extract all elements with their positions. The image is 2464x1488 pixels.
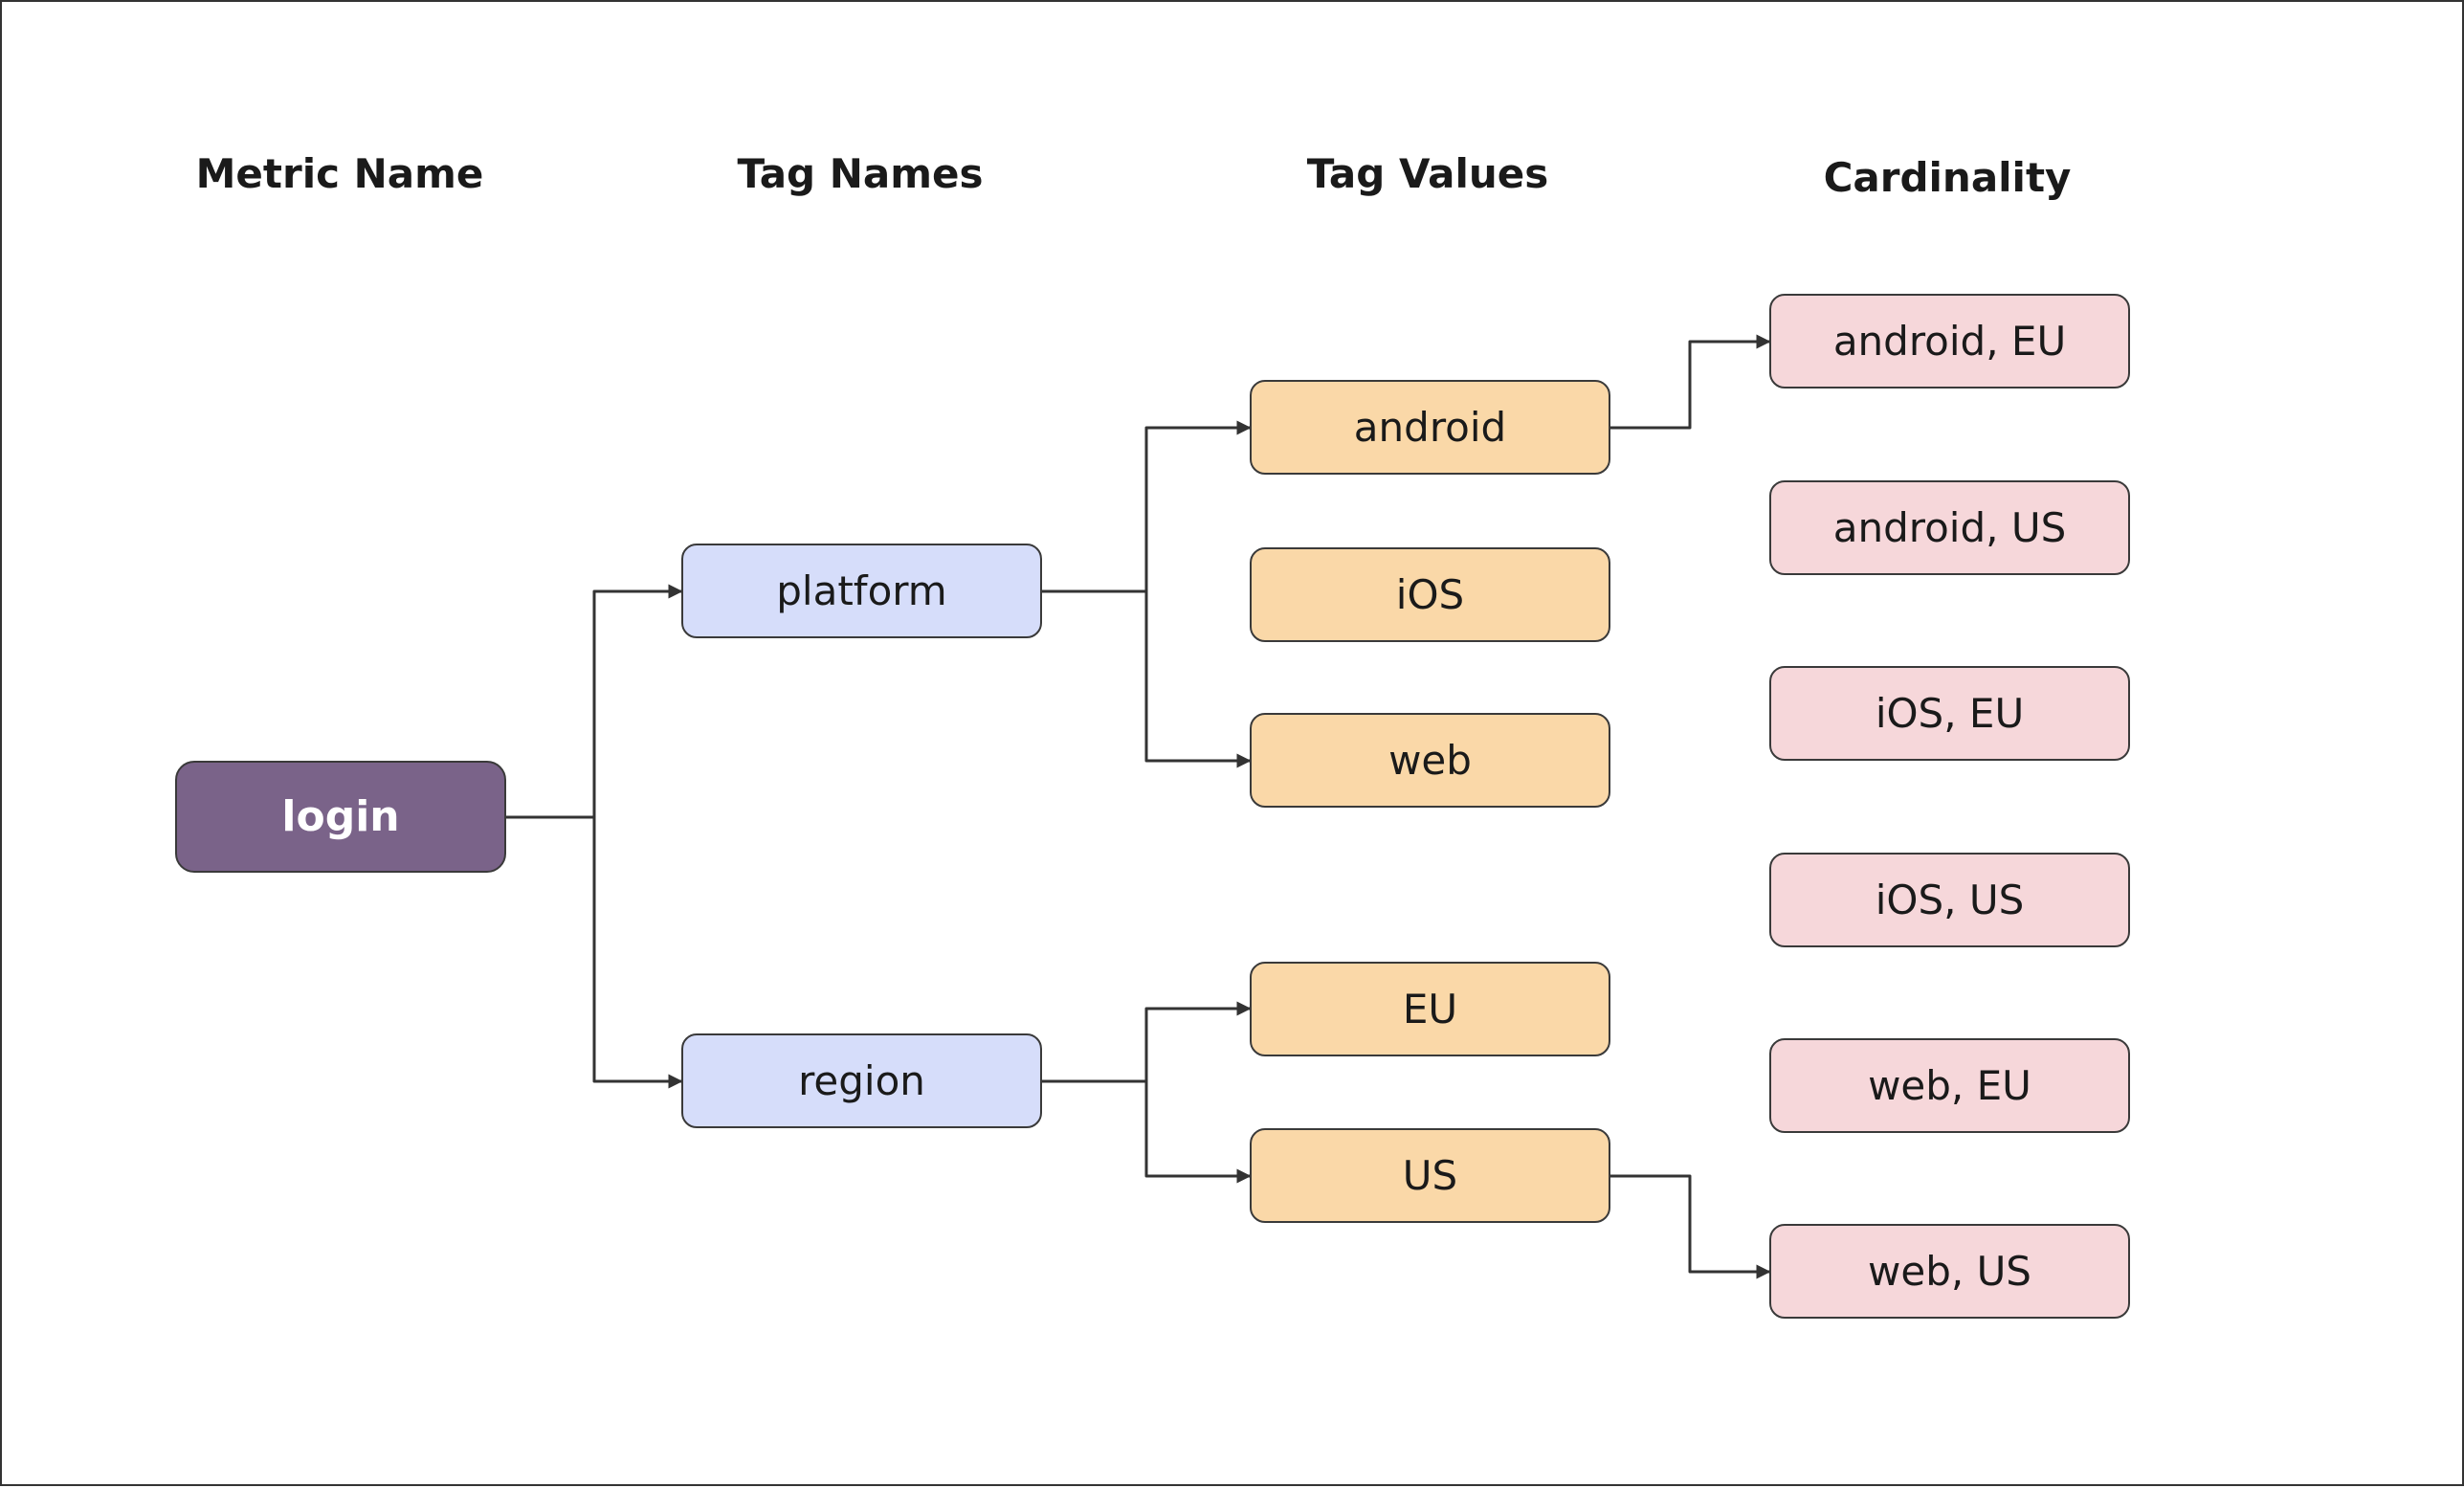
edge-android-android-eu bbox=[1610, 334, 1771, 430]
edge-region-eu bbox=[1042, 1001, 1252, 1083]
header-tag-names: Tag Names bbox=[737, 150, 984, 197]
tag-value-node-us[interactable]: US bbox=[1250, 1128, 1610, 1223]
edge-platform-android bbox=[1042, 420, 1252, 593]
tag-value-node-ios[interactable]: iOS bbox=[1250, 547, 1610, 642]
edge-login-platform bbox=[506, 584, 683, 819]
tag-name-node-region[interactable]: region bbox=[681, 1033, 1042, 1128]
cardinality-node-ios-eu[interactable]: iOS, EU bbox=[1769, 666, 2130, 761]
cardinality-node-web-eu[interactable]: web, EU bbox=[1769, 1038, 2130, 1133]
edge-platform-web bbox=[1042, 589, 1252, 768]
tag-name-node-platform[interactable]: platform bbox=[681, 544, 1042, 638]
metric-node-login[interactable]: login bbox=[175, 761, 506, 873]
header-metric-name: Metric Name bbox=[195, 150, 484, 197]
header-cardinality: Cardinality bbox=[1823, 154, 2072, 201]
edge-region-us bbox=[1042, 1079, 1252, 1184]
cardinality-node-android-eu[interactable]: android, EU bbox=[1769, 294, 2130, 389]
tag-value-node-web[interactable]: web bbox=[1250, 713, 1610, 808]
cardinality-node-web-us[interactable]: web, US bbox=[1769, 1224, 2130, 1319]
tag-value-node-android[interactable]: android bbox=[1250, 380, 1610, 475]
edge-us-web-us bbox=[1610, 1174, 1771, 1279]
cardinality-node-android-us[interactable]: android, US bbox=[1769, 480, 2130, 575]
tag-value-node-eu[interactable]: EU bbox=[1250, 962, 1610, 1056]
cardinality-node-ios-us[interactable]: iOS, US bbox=[1769, 853, 2130, 947]
edge-login-region bbox=[506, 815, 683, 1089]
header-tag-values: Tag Values bbox=[1306, 150, 1549, 197]
